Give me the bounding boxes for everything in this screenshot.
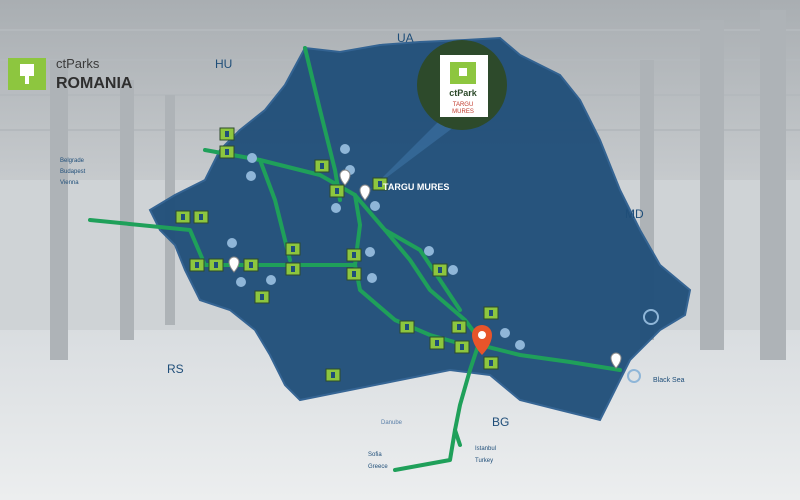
label-ua: UA (397, 31, 414, 45)
park-marker (254, 290, 270, 304)
park-marker (399, 320, 415, 334)
park-marker (175, 210, 191, 224)
park-marker (346, 248, 362, 262)
label-hu: HU (215, 57, 232, 71)
park-marker (483, 356, 499, 370)
callout-brand: ctPark (449, 88, 478, 98)
brand-country: ROMANIA (56, 75, 133, 92)
main-location-pin-icon (472, 325, 492, 355)
park-markers (175, 127, 499, 382)
label-se-1: Istanbul (475, 446, 496, 452)
callout-city-line1: TARGU (453, 102, 474, 108)
callout-city-line2: MURES (452, 109, 474, 115)
transport-icons (227, 144, 659, 383)
label-md: MD (625, 207, 644, 221)
label-black-sea: Black Sea (653, 377, 685, 384)
park-marker (329, 184, 345, 198)
label-targu-mures: TARGU MURES (383, 182, 449, 192)
train-icon (500, 328, 510, 338)
label-danube: Danube (381, 420, 403, 426)
airplane-icon (424, 246, 434, 256)
park-marker (285, 262, 301, 276)
airplane-icon (340, 144, 350, 154)
label-west-1: Belgrade (60, 158, 85, 164)
label-se-2: Turkey (475, 458, 493, 464)
park-marker (285, 242, 301, 256)
ctparks-logo: ctParks ROMANIA (8, 56, 133, 92)
brand-name: ctParks (56, 56, 100, 71)
airplane-icon (246, 171, 256, 181)
airplane-icon (266, 275, 276, 285)
train-icon (331, 203, 341, 213)
park-marker (219, 145, 235, 159)
airplane-icon (515, 340, 525, 350)
park-marker (483, 306, 499, 320)
park-marker (429, 336, 445, 350)
train-icon (365, 247, 375, 257)
park-marker (432, 263, 448, 277)
park-marker (208, 258, 224, 272)
label-south-2: Greece (368, 464, 388, 470)
park-marker (189, 258, 205, 272)
park-marker (451, 320, 467, 334)
label-south-1: Sofia (368, 452, 382, 458)
location-pin-icon (339, 169, 351, 186)
park-marker (314, 159, 330, 173)
park-marker (346, 267, 362, 281)
anchor-icon (643, 309, 659, 325)
label-west-3: Vienna (60, 180, 79, 186)
map-labels: UA HU MD RS BG TARGU MURES Danube Black … (60, 31, 685, 470)
train-icon (247, 153, 257, 163)
location-pins (228, 169, 622, 369)
label-west-2: Budapest (60, 169, 86, 175)
airplane-icon (367, 273, 377, 283)
park-marker (454, 340, 470, 354)
location-pin-icon (359, 184, 371, 201)
anchor-icon (627, 369, 641, 383)
train-icon (236, 277, 246, 287)
park-marker (325, 368, 341, 382)
park-marker (219, 127, 235, 141)
targu-mures-callout: ctPark TARGU MURES (370, 40, 507, 190)
park-marker (243, 258, 259, 272)
park-marker (193, 210, 209, 224)
label-bg: BG (492, 415, 509, 429)
romania-shape (148, 36, 692, 422)
location-pin-icon (610, 352, 622, 369)
airplane-icon (227, 238, 237, 248)
airplane-icon (370, 201, 380, 211)
label-rs: RS (167, 362, 184, 376)
train-icon (448, 265, 458, 275)
park-marker (372, 177, 388, 191)
location-pin-icon (228, 256, 240, 273)
